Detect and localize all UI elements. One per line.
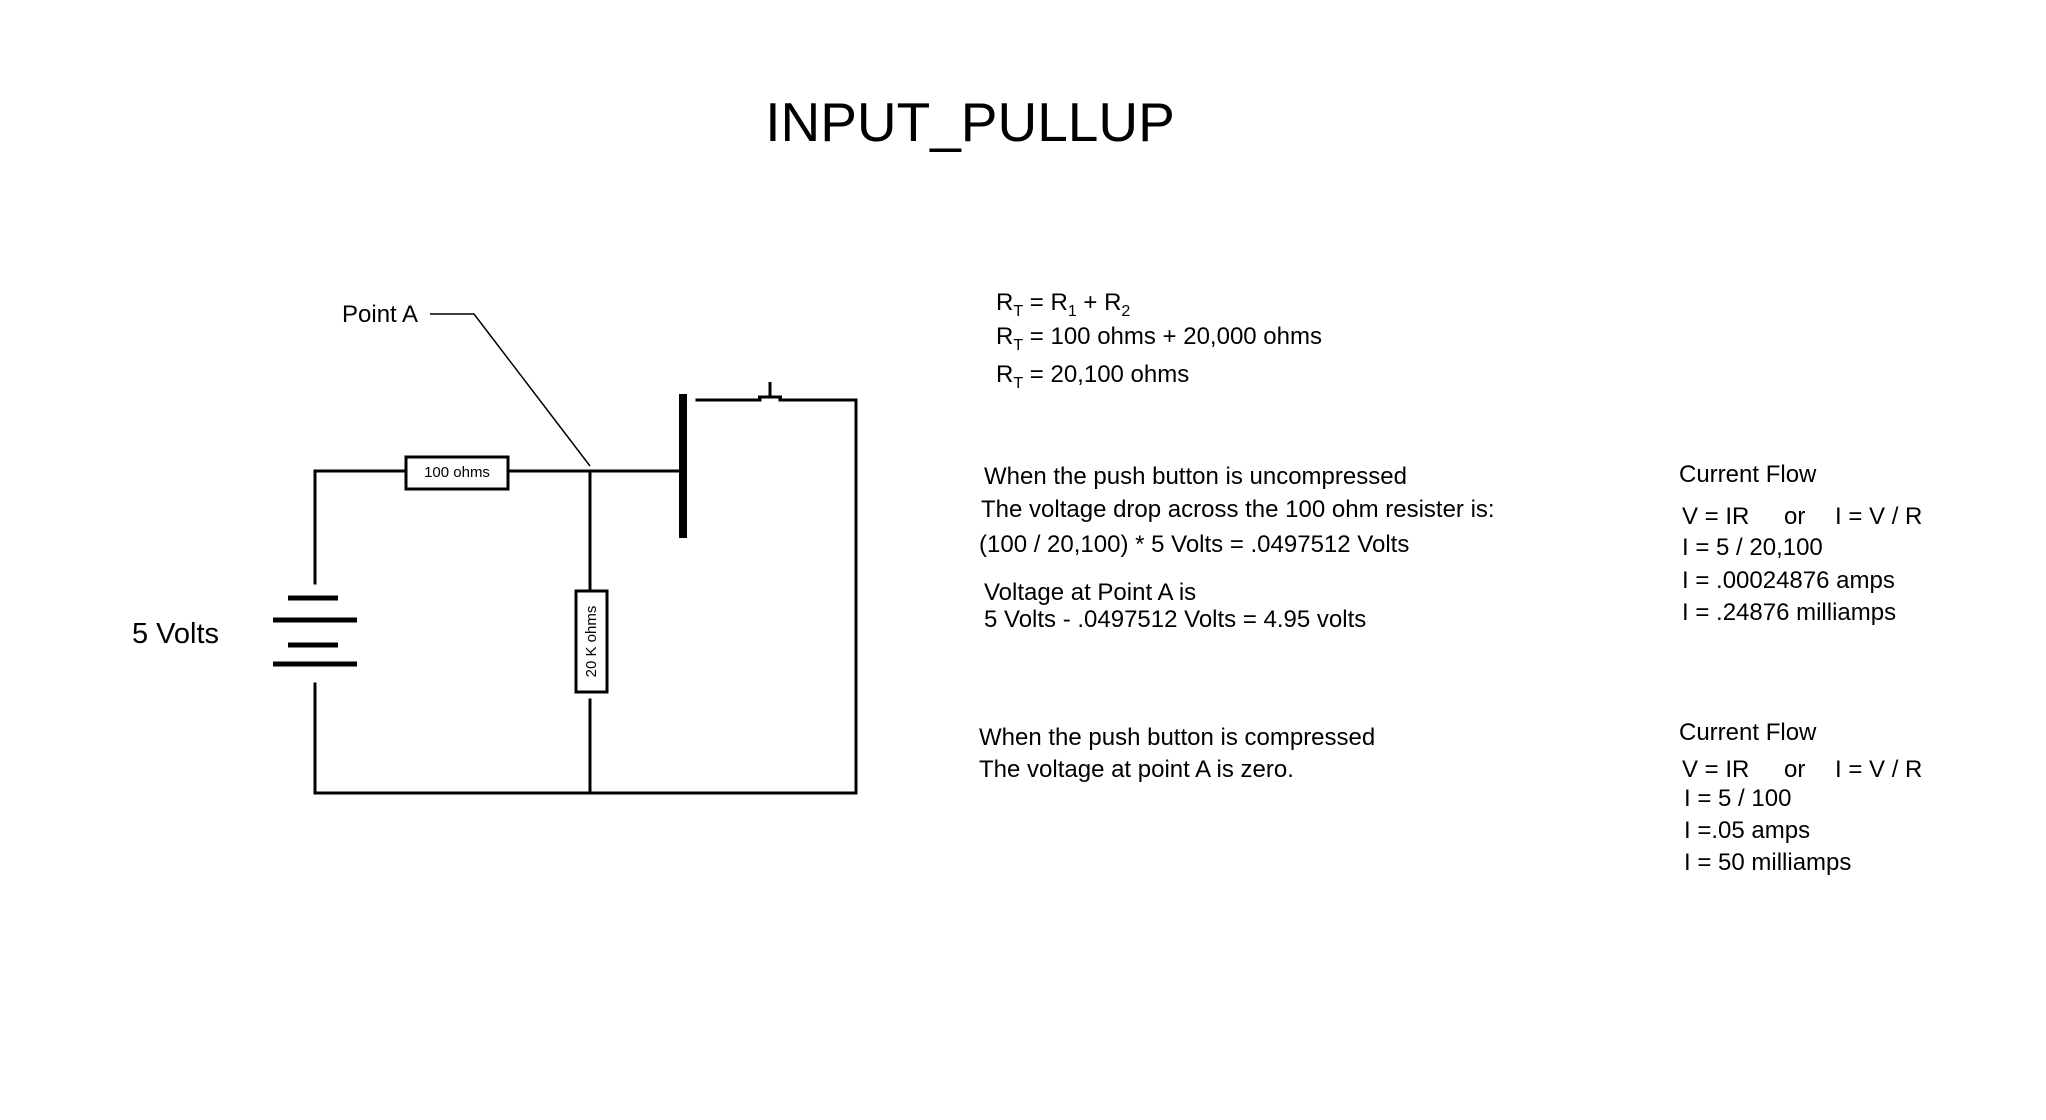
rt-subscript: T <box>1013 375 1024 392</box>
current-flow-1-or: or <box>1784 503 1806 530</box>
rt-formula: RT = R1 + R2 <box>996 288 1131 320</box>
page-title: INPUT_PULLUP <box>765 91 1175 153</box>
current-flow-2-formula-b: I = V / R <box>1835 756 1923 783</box>
current-flow-2-line: I =.05 amps <box>1684 817 1811 844</box>
uncompressed-line-1: When the push button is uncompressed <box>984 463 1407 490</box>
wire-bottom <box>313 398 858 795</box>
resistor-100-label: 100 ohms <box>424 464 490 481</box>
current-flow-2-or: or <box>1784 756 1806 783</box>
current-flow-2-line: I = 50 milliamps <box>1684 849 1852 876</box>
resistor-100-ohms <box>404 455 510 491</box>
uncompressed-line-2: The voltage drop across the 100 ohm resi… <box>981 496 1495 523</box>
current-flow-1-line: I = 5 / 20,100 <box>1682 534 1823 561</box>
rt-symbol: R <box>996 361 1014 388</box>
current-flow-2-heading: Current Flow <box>1679 719 1817 746</box>
source-voltage-label: 5 Volts <box>132 618 220 650</box>
current-flow-1-line: I = .24876 milliamps <box>1682 599 1897 626</box>
rt-total-text: = 20,100 ohms <box>1023 361 1190 388</box>
current-flow-1-formula-b: I = V / R <box>1835 503 1923 530</box>
rt-symbol: R <box>996 289 1014 316</box>
resistor-20k-ohms <box>574 589 609 694</box>
r1-subscript: 1 <box>1067 303 1077 320</box>
rt-sum-line: RT = 100 ohms + 20,000 ohms <box>996 322 1322 354</box>
rt-subscript: T <box>1013 337 1024 354</box>
rt-subscript: T <box>1013 303 1024 320</box>
rt-symbol: R <box>996 323 1014 350</box>
rt-sum-text: = 100 ohms + 20,000 ohms <box>1023 323 1322 350</box>
wire-battery-top <box>313 469 407 585</box>
current-flow-2-line: I = 5 / 100 <box>1684 785 1792 812</box>
uncompressed-line-3: (100 / 20,100) * 5 Volts = .0497512 Volt… <box>979 531 1410 558</box>
current-flow-1-line: I = .00024876 amps <box>1682 567 1895 594</box>
rt-total-line: RT = 20,100 ohms <box>996 360 1190 392</box>
current-flow-2-formula-a: V = IR <box>1682 756 1750 783</box>
point-a-leader <box>430 313 591 467</box>
rt-equals-r1: = R <box>1023 289 1068 316</box>
rt-plus-r2: + R <box>1076 289 1122 316</box>
current-flow-1-heading: Current Flow <box>1679 461 1817 488</box>
resistor-20k-label: 20 K ohms <box>583 605 600 678</box>
compressed-line-1: When the push button is compressed <box>979 724 1376 751</box>
r2-subscript: 2 <box>1121 303 1131 320</box>
compressed-line-2: The voltage at point A is zero. <box>979 756 1294 783</box>
point-a-label: Point A <box>342 301 419 328</box>
current-flow-1-formula-a: V = IR <box>1682 503 1750 530</box>
uncompressed-line-4: Voltage at Point A is <box>984 579 1197 606</box>
uncompressed-line-5: 5 Volts - .0497512 Volts = 4.95 volts <box>984 606 1367 633</box>
